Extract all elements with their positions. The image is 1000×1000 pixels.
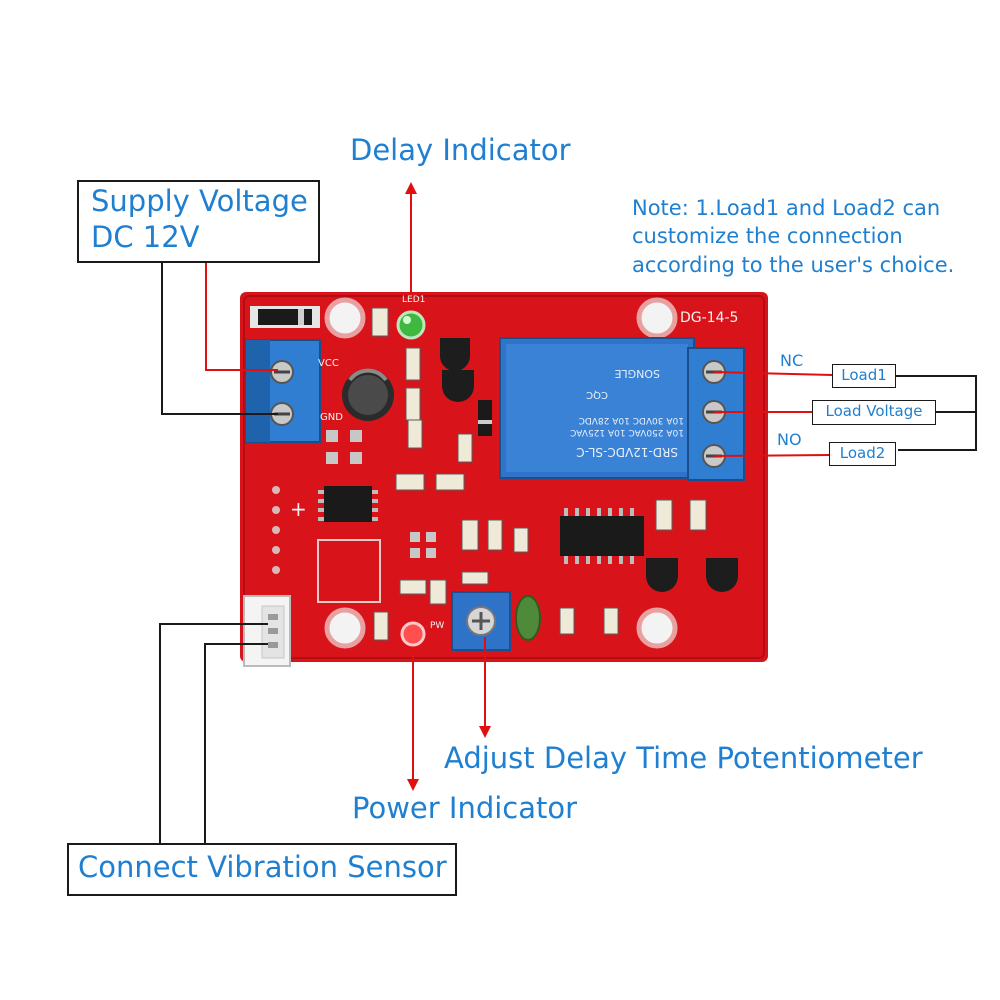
- delay-indicator-label: Delay Indicator: [350, 133, 571, 167]
- adjust-delay-label: Adjust Delay Time Potentiometer: [444, 741, 923, 775]
- sensor-wires: [159, 623, 268, 843]
- supply-voltage-value: DC 12V: [91, 220, 200, 254]
- load-terminal-block: [687, 347, 745, 481]
- relay-brand: SONGLE: [614, 367, 660, 380]
- board-model: DG-14-5: [680, 310, 738, 326]
- load-voltage-box: Load Voltage: [812, 400, 936, 425]
- note-line-2: customize the connection: [632, 224, 903, 248]
- connect-sensor-label: Connect Vibration Sensor: [78, 850, 447, 884]
- relay: [499, 337, 695, 479]
- load1-box: Load1: [832, 364, 896, 388]
- note-line-3: according to the user's choice.: [632, 253, 955, 277]
- load-wires: [713, 371, 977, 457]
- led-silkscreen: LED1: [402, 295, 425, 305]
- load2-box: Load2: [829, 442, 896, 466]
- mounting-hole: [324, 297, 366, 339]
- ic-8pin: [318, 486, 378, 522]
- delay-led: [396, 310, 426, 340]
- note-line-1: Note: 1.Load1 and Load2 can: [632, 196, 941, 220]
- mounting-hole: [636, 607, 678, 649]
- potentiometer: [451, 591, 511, 651]
- vcc-label: VCC: [318, 358, 339, 369]
- ic-14pin: [560, 508, 644, 564]
- supply-wires: [161, 258, 278, 415]
- relay-cert: CQC: [586, 389, 608, 400]
- no-label: NO: [777, 430, 802, 449]
- supply-voltage-label: Supply Voltage: [91, 184, 308, 218]
- power-indicator-label: Power Indicator: [352, 791, 578, 825]
- relay-model: SRD-12VDC-SL-C: [576, 445, 678, 459]
- transistors: [440, 338, 738, 592]
- connect-sensor-box: [67, 843, 457, 896]
- nc-label: NC: [780, 351, 804, 370]
- gnd-label: GND: [320, 412, 343, 423]
- relay-rating-1: 10A 250VAC 10A 125VAC: [570, 427, 684, 437]
- supply-voltage-box: [77, 180, 320, 263]
- power-led: [400, 621, 426, 647]
- plus-label: +: [290, 497, 307, 521]
- sensor-connector: [243, 595, 291, 667]
- mounting-hole: [636, 297, 678, 339]
- mounting-hole: [324, 607, 366, 649]
- relay-rating-2: 10A 30VDC 10A 28VDC: [579, 415, 684, 425]
- pw-silkscreen: PW: [430, 621, 444, 631]
- power-terminal-block: [245, 339, 321, 443]
- pcb-board: [240, 292, 768, 667]
